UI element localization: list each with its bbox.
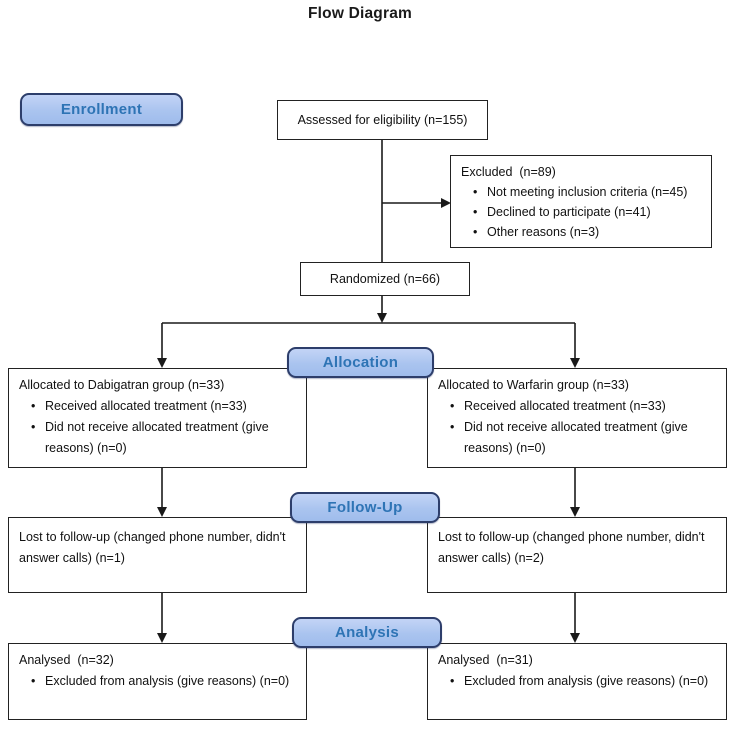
- bullet-item: Excluded from analysis (give reasons) (n…: [19, 671, 298, 692]
- arrowhead-analysis-right: [570, 633, 580, 643]
- bullet-item: Excluded from analysis (give reasons) (n…: [438, 671, 718, 692]
- bullet-item: Not meeting inclusion criteria (n=45): [461, 182, 703, 202]
- arrowhead-followup-left: [157, 507, 167, 517]
- analysis-left-bullets: Excluded from analysis (give reasons) (n…: [19, 671, 298, 692]
- stage-badge-allocation: Allocation: [287, 347, 434, 378]
- arrowhead-analysis-left: [157, 633, 167, 643]
- box-analysis-warfarin: Analysed (n=31) Excluded from analysis (…: [427, 643, 727, 720]
- box-assessed: Assessed for eligibility (n=155): [277, 100, 488, 140]
- stage-badge-enrollment: Enrollment: [20, 93, 183, 126]
- bullet-item: Received allocated treatment (n=33): [19, 396, 298, 417]
- arrowhead-allocation-right: [570, 358, 580, 368]
- excluded-heading: Excluded (n=89): [461, 165, 556, 179]
- box-excluded: Excluded (n=89) Not meeting inclusion cr…: [450, 155, 712, 248]
- box-analysis-dabigatran: Analysed (n=32) Excluded from analysis (…: [8, 643, 307, 720]
- excluded-bullets: Not meeting inclusion criteria (n=45)Dec…: [461, 182, 703, 242]
- allocation-right-heading: Allocated to Warfarin group (n=33): [438, 378, 629, 392]
- analysis-left-heading: Analysed (n=32): [19, 653, 114, 667]
- bullet-item: Other reasons (n=3): [461, 222, 703, 242]
- arrowhead-allocation-left: [157, 358, 167, 368]
- box-followup-warfarin: Lost to follow-up (changed phone number,…: [427, 517, 727, 593]
- allocation-left-bullets: Received allocated treatment (n=33)Did n…: [19, 396, 298, 459]
- bullet-item: Did not receive allocated treatment (giv…: [19, 417, 298, 459]
- analysis-right-heading: Analysed (n=31): [438, 653, 533, 667]
- analysis-right-bullets: Excluded from analysis (give reasons) (n…: [438, 671, 718, 692]
- stage-badge-analysis: Analysis: [292, 617, 442, 648]
- allocation-left-heading: Allocated to Dabigatran group (n=33): [19, 378, 225, 392]
- arrowhead-branch: [377, 313, 387, 323]
- arrowhead-excluded: [441, 198, 451, 208]
- page-title: Flow Diagram: [307, 5, 413, 22]
- bullet-item: Did not receive allocated treatment (giv…: [438, 417, 718, 459]
- box-allocation-warfarin: Allocated to Warfarin group (n=33) Recei…: [427, 368, 727, 468]
- bullet-item: Received allocated treatment (n=33): [438, 396, 718, 417]
- box-randomized: Randomized (n=66): [300, 262, 470, 296]
- bullet-item: Declined to participate (n=41): [461, 202, 703, 222]
- box-followup-dabigatran: Lost to follow-up (changed phone number,…: [8, 517, 307, 593]
- allocation-right-bullets: Received allocated treatment (n=33)Did n…: [438, 396, 718, 459]
- stage-badge-followup: Follow-Up: [290, 492, 440, 523]
- arrowhead-followup-right: [570, 507, 580, 517]
- box-allocation-dabigatran: Allocated to Dabigatran group (n=33) Rec…: [8, 368, 307, 468]
